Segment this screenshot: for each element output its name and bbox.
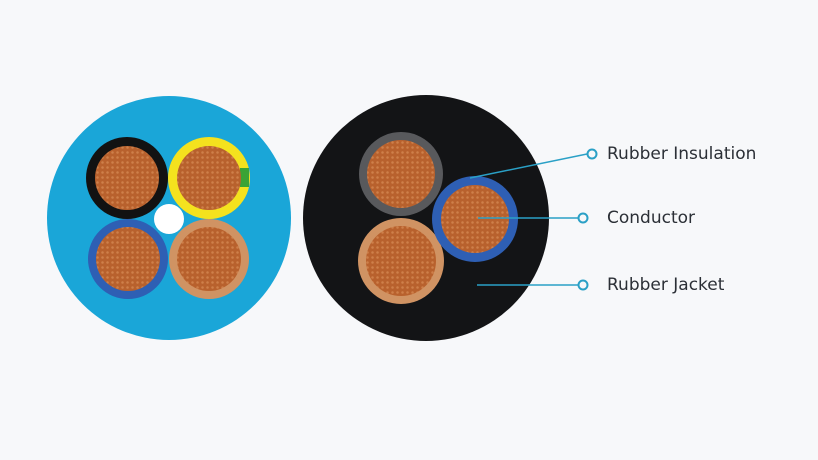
jacket-leader-dot <box>577 279 589 291</box>
grey-insulated-core <box>359 132 443 216</box>
blue-insulated-core <box>88 219 168 299</box>
three-core-cable <box>303 95 549 341</box>
copper-conductor <box>441 185 509 253</box>
copper-conductor <box>177 227 241 291</box>
earth-insulated-core <box>168 137 250 219</box>
green-stripe <box>240 168 249 187</box>
four-core-cable <box>47 96 291 340</box>
copper-conductor <box>177 146 241 210</box>
rubber-insulation-label: Rubber Insulation <box>607 144 757 164</box>
blue-insulated-core <box>432 176 518 262</box>
white-filler <box>154 204 184 234</box>
conductor-leader-dot <box>577 212 589 224</box>
insulation-leader-line <box>469 153 588 179</box>
rubber-jacket-label: Rubber Jacket <box>607 275 725 295</box>
conductor-label: Conductor <box>607 208 696 228</box>
insulation-leader-dot <box>586 148 598 160</box>
callout-leaders <box>469 148 598 291</box>
copper-conductor <box>95 146 159 210</box>
copper-conductor <box>366 226 436 296</box>
copper-conductor <box>367 140 435 208</box>
brown-insulated-core <box>169 219 249 299</box>
copper-conductor <box>96 227 160 291</box>
black-insulated-core <box>86 137 168 219</box>
brown-insulated-core <box>358 218 444 304</box>
